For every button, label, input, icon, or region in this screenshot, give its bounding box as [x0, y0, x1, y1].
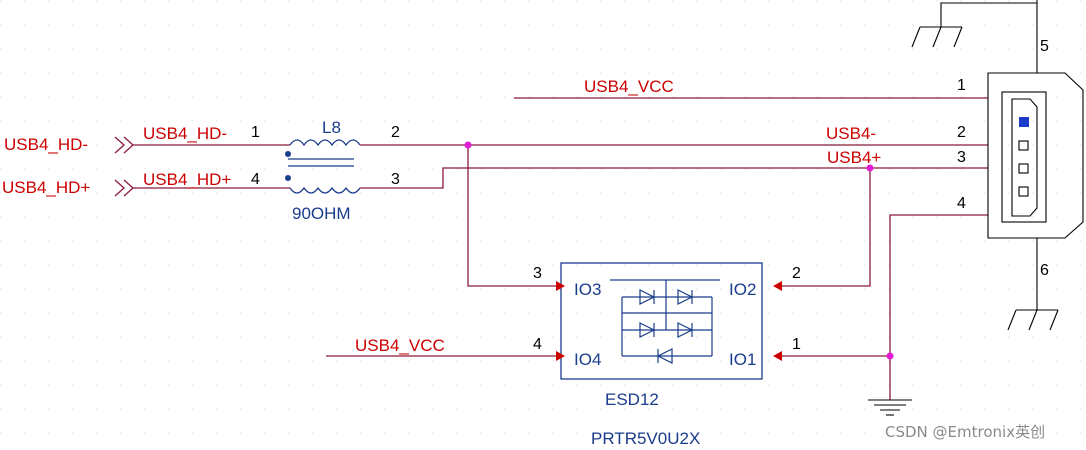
connector-pin-4: 4 [957, 195, 966, 212]
connector-pin-2: 2 [957, 124, 966, 141]
esd-pin-4: 4 [533, 336, 542, 353]
net-label-usb4-hd-minus-port: USB4_HD- [4, 135, 88, 154]
esd-device [556, 262, 782, 380]
esd-pin-1: 1 [792, 336, 801, 353]
inductor-pin-1: 1 [251, 124, 260, 141]
chassis-ground-top-icon [911, 2, 1037, 48]
ground-icon [868, 399, 912, 416]
wire-esd-io3 [467, 145, 556, 287]
common-mode-choke-l8 [285, 139, 361, 194]
esd-pin-2: 2 [792, 265, 801, 282]
net-label-usb4-hd-minus-wire: USB4_HD- [143, 124, 227, 143]
esd-io2-label: IO2 [729, 280, 756, 299]
inductor-ref: L8 [322, 118, 341, 137]
net-label-usb4-hd-plus-port: USB4_HD+ [2, 178, 90, 197]
net-label-usb4-vcc-esd: USB4_VCC [355, 336, 445, 355]
esd-io1-label: IO1 [729, 350, 756, 369]
junction-usb4-minus [464, 141, 472, 149]
connector-pin-6: 6 [1040, 262, 1049, 279]
connector-pin-1: 1 [957, 77, 966, 94]
esd-io4-label: IO4 [574, 350, 601, 369]
esd-ref: ESD12 [605, 390, 659, 409]
net-label-usb4-plus: USB4+ [827, 148, 881, 167]
inductor-pin-4: 4 [251, 171, 260, 188]
inductor-pin-2: 2 [391, 124, 400, 141]
usb-connector [987, 0, 1084, 310]
chassis-ground-bottom-icon [1007, 309, 1059, 331]
connector-pin-5: 5 [1040, 38, 1049, 55]
junction-usb4-plus [866, 164, 874, 172]
inductor-pin-3: 3 [391, 171, 400, 188]
net-label-usb4-hd-plus-wire: USB4_HD+ [143, 170, 231, 189]
wire-gnd-connector [889, 214, 988, 400]
inductor-value: 90OHM [292, 204, 351, 223]
wire-esd-io2 [782, 168, 871, 287]
net-label-usb4-vcc-top: USB4_VCC [584, 77, 674, 96]
junction-gnd [886, 352, 894, 360]
esd-pin-3: 3 [533, 265, 542, 282]
esd-io3-label: IO3 [574, 280, 601, 299]
esd-part-number: PRTR5V0U2X [591, 429, 700, 448]
watermark: CSDN @Emtronix英创 [885, 423, 1045, 441]
connector-pin-3: 3 [957, 149, 966, 166]
net-label-usb4-minus: USB4- [826, 124, 876, 143]
wire-usb4-plus [360, 167, 988, 189]
